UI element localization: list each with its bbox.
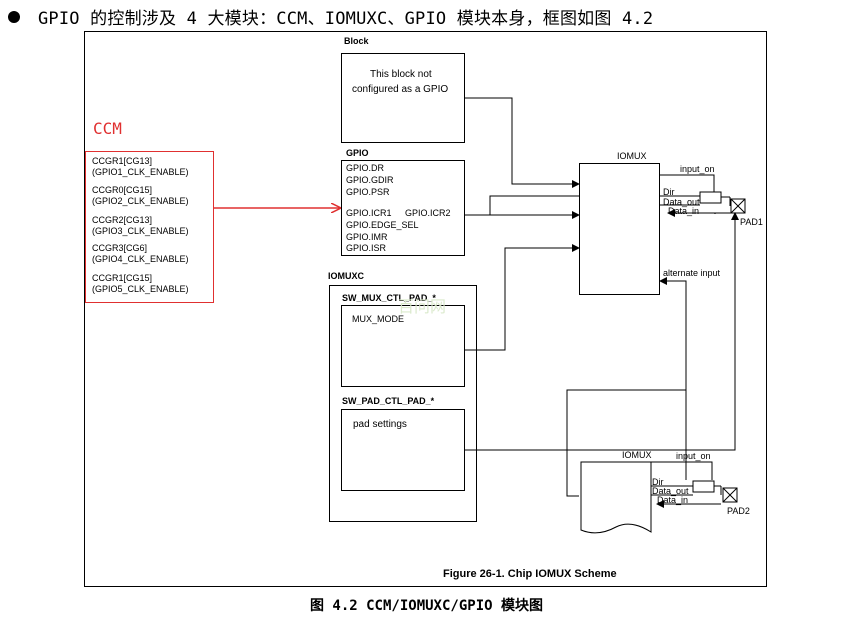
ccm-title: CCM [93, 119, 122, 138]
gpio-reg-icr2: GPIO.ICR2 [405, 208, 451, 218]
ccm-signal-5: (GPIO5_CLK_ENABLE) [92, 284, 189, 294]
iomux2-title: IOMUX [622, 450, 652, 460]
ccm-signal-4: (GPIO4_CLK_ENABLE) [92, 254, 189, 264]
pad1-buffer [699, 191, 722, 204]
iomux1-input-on: input_on [680, 164, 715, 174]
ccm-reg-2: CCGR0[CG15] [92, 185, 153, 195]
block-text-line1: This block not [370, 69, 432, 80]
iomux2-dir: Dir [652, 477, 664, 487]
ccm-reg-3: CCGR2[CG13] [92, 215, 153, 225]
pad2-buffer [692, 480, 715, 493]
iomux1-input-on-line [660, 174, 715, 193]
pad1-cross-b [730, 198, 746, 214]
gpio-reg-gdir: GPIO.GDIR [346, 175, 394, 185]
gpio-reg-psr: GPIO.PSR [346, 187, 390, 197]
pad1-label: PAD1 [740, 217, 763, 227]
ccm-reg-5: CCGR1[CG15] [92, 273, 153, 283]
iomux2-input-on: input_on [676, 451, 711, 461]
ccm-reg-4: CCGR3[CG6] [92, 243, 148, 253]
mux-mode-to-iomux1-line [465, 244, 580, 351]
gpio-box [341, 160, 465, 256]
pad-ctl-box [341, 409, 465, 491]
mux-ctl-title: SW_MUX_CTL_PAD_* [342, 293, 436, 303]
iomuxc-title: IOMUXC [328, 271, 364, 281]
gpio-reg-icr1: GPIO.ICR1 [346, 208, 392, 218]
ccm-reg-1: CCGR1[CG13] [92, 156, 153, 166]
bullet-text: GPIO 的控制涉及 4 大模块：CCM、IOMUXC、GPIO 模块本身，框图… [38, 9, 654, 29]
gpio-branch-line [489, 195, 579, 215]
bottom-caption: 图 4.2 CCM/IOMUXC/GPIO 模块图 [309, 598, 543, 614]
mux-to-iomux2-line [566, 389, 686, 497]
pad-ctl-title: SW_PAD_CTL_PAD_* [342, 396, 435, 406]
iomux2-input-on-line [651, 461, 713, 480]
gpio-reg-imr: GPIO.IMR [346, 232, 388, 242]
block-title: Block [344, 36, 369, 46]
mux-ctl-box [341, 305, 465, 387]
iomux2-box [580, 461, 652, 534]
alternate-input-label: alternate input [663, 268, 721, 278]
alternate-input-line [659, 277, 687, 480]
mux-mode-label: MUX_MODE [352, 314, 405, 324]
iomux2-data-out: Data_out [652, 486, 689, 496]
gpio-title: GPIO [346, 148, 369, 158]
pad2-cross-b [722, 487, 738, 503]
iomuxc-box [329, 285, 477, 522]
diagram-frame [84, 31, 767, 587]
figure-caption: Figure 26-1. Chip IOMUX Scheme [443, 568, 617, 580]
iomux1-box [579, 163, 660, 295]
gpio-reg-dr: GPIO.DR [346, 163, 385, 173]
bullet-line: GPIO 的控制涉及 4 大模块：CCM、IOMUXC、GPIO 模块本身，框图… [8, 4, 653, 29]
ccm-signal-1: (GPIO1_CLK_ENABLE) [92, 167, 189, 177]
block-not-gpio-box [341, 53, 465, 143]
gpio-reg-isr: GPIO.ISR [346, 243, 387, 253]
pad2-label: PAD2 [727, 506, 750, 516]
pad-settings-to-pad1-line [465, 212, 739, 451]
block-to-iomux1-line [465, 97, 580, 188]
iomux1-data-in: Data_in [668, 206, 700, 216]
iomux1-data-out: Data_out [663, 197, 700, 207]
iomux2-data-in: Data_in [657, 495, 689, 505]
gpio-reg-edge-sel: GPIO.EDGE_SEL [346, 220, 419, 230]
ccm-signal-2: (GPIO2_CLK_ENABLE) [92, 196, 189, 206]
pad-settings-label: pad settings [353, 419, 407, 430]
iomux1-dir: Dir [663, 187, 675, 197]
bullet-dot-icon [8, 11, 20, 23]
ccm-signal-3: (GPIO3_CLK_ENABLE) [92, 226, 189, 236]
ccm-box [85, 151, 214, 303]
iomux1-title: IOMUX [617, 151, 647, 161]
watermark: 百问网 [398, 299, 447, 316]
block-text-line2: configured as a GPIO [352, 84, 449, 95]
